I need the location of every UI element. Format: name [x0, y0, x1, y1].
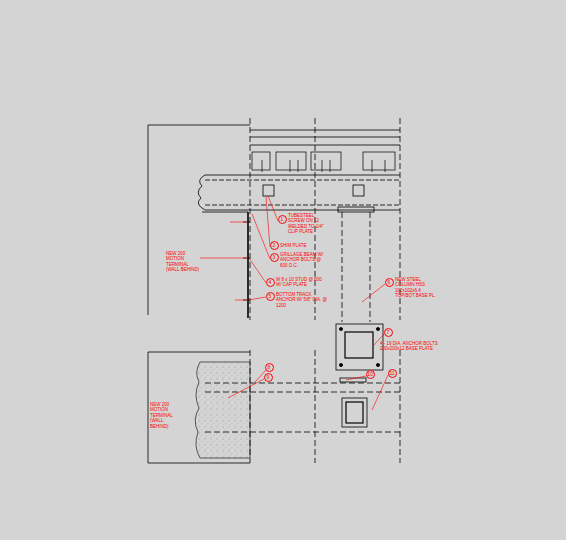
callout-circle: 4: [266, 278, 275, 287]
callout-circle: 8: [265, 363, 274, 372]
note-text: NEW STEEL COLUMN HSS 102x102x6.4 TOP/BOT…: [395, 277, 437, 299]
callout-circle: 5: [266, 292, 275, 301]
callout-circle: 2: [270, 241, 279, 250]
note-text: TUBESTEEL SCREW ON 12 WELDED TO 1/4" CLI…: [288, 213, 330, 235]
note-text: NEW 200 MOTION TERMINAL (WALL BEHIND): [150, 402, 182, 429]
note-text: SHIM PLATE: [280, 243, 310, 248]
callout-number: 3: [273, 255, 276, 260]
callout-number: 10: [367, 372, 373, 377]
callout-number: 7: [387, 330, 390, 335]
note-text: BOTTOM TRACK ANCHOR W/ 5/8" DIA. @ 1200: [276, 292, 328, 308]
callout-circle: 9: [264, 373, 273, 382]
note-text: W 8 x 10 STUD @ 600 W/ CAP PLATE: [276, 277, 322, 288]
callout-circle: 1: [278, 215, 287, 224]
callout-circle: 6: [385, 278, 394, 287]
callout-number: 2: [273, 243, 276, 248]
callout-circle: 11: [388, 369, 397, 378]
note-text: NEW 200 MOTION TERMINAL (WALL BEHIND): [166, 251, 200, 273]
callout-number: 5: [269, 294, 272, 299]
callout-number: 9: [267, 375, 270, 380]
callout-circle: 3: [270, 253, 279, 262]
callout-number: 8: [268, 365, 271, 370]
callout-circle: 10: [366, 370, 375, 379]
note-text: 4 - 19 DIA. ANCHOR BOLTS 200x200x12 BASE…: [380, 341, 438, 352]
note-text: GRILLAGE BEAM W/ ANCHOR BOLTS @ 600 O.C.: [280, 252, 324, 268]
callout-number: 11: [389, 371, 394, 376]
callout-circle: 7: [384, 328, 393, 337]
callout-number: 6: [388, 280, 391, 285]
callout-number: 1: [281, 217, 284, 222]
callout-number: 4: [269, 280, 272, 285]
